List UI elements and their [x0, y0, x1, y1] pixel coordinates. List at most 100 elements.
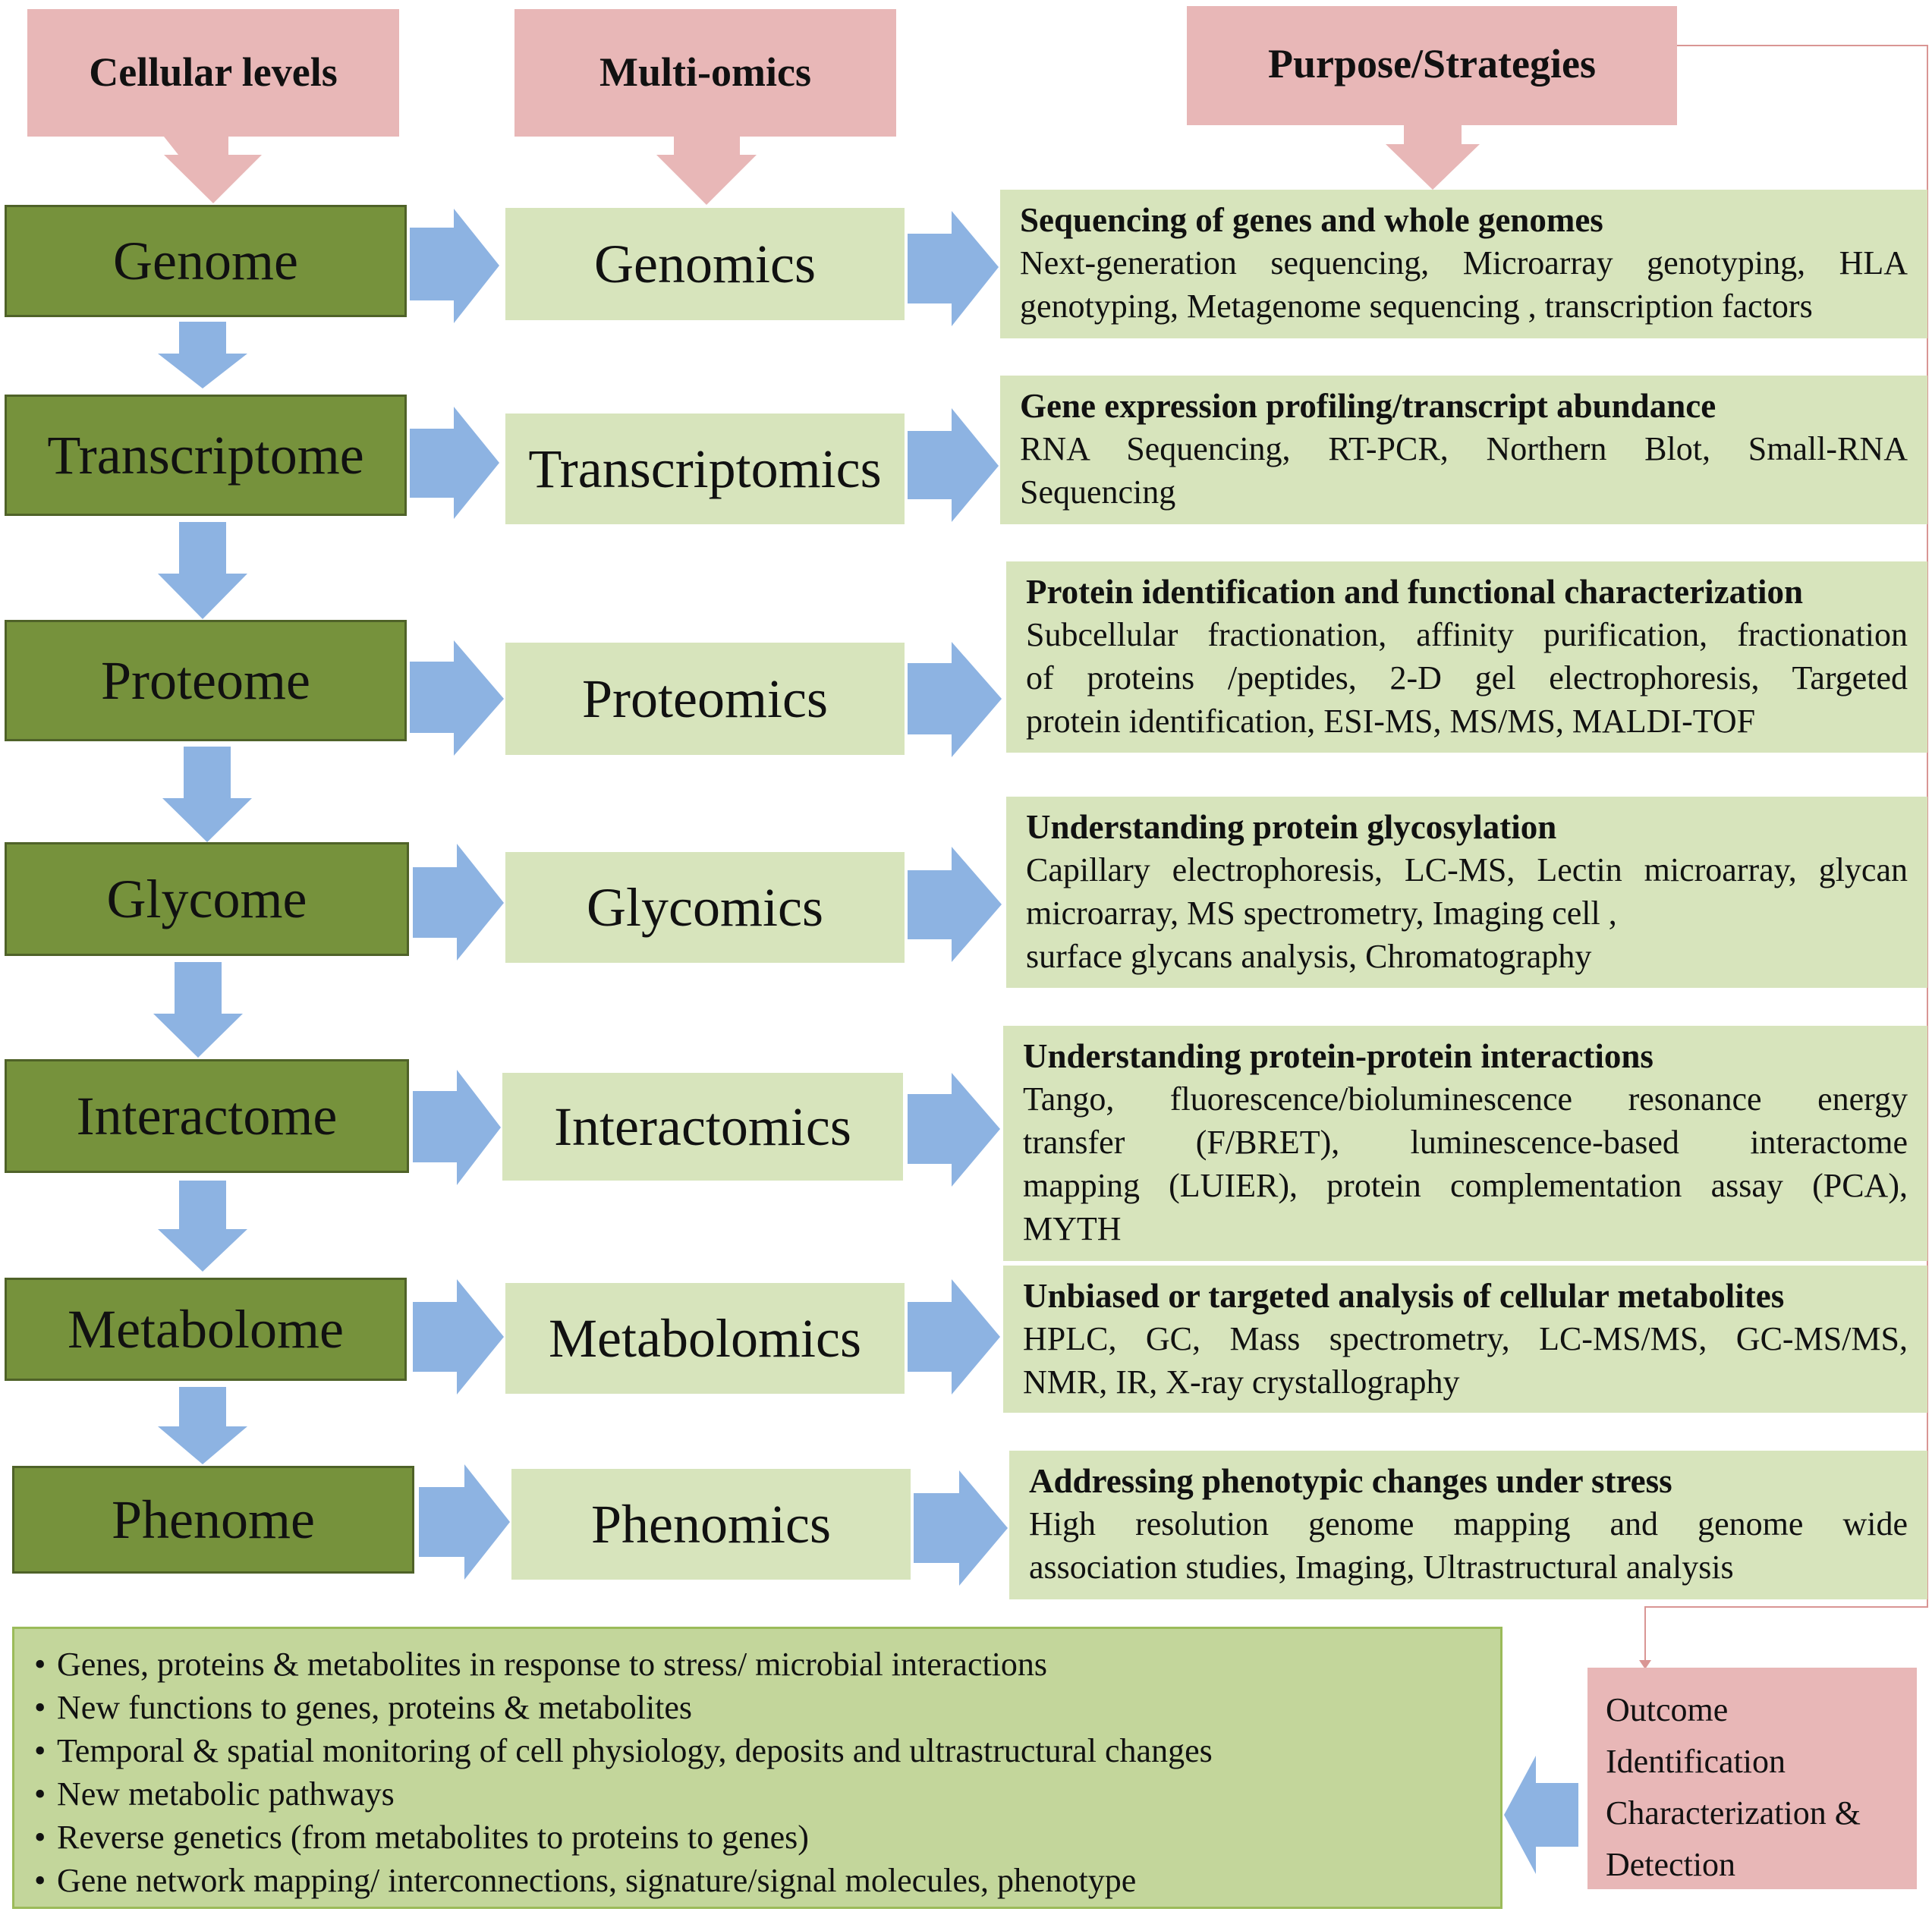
header-cellular-levels: Cellular levels — [27, 9, 399, 137]
outcome-label-line: Characterization & — [1606, 1794, 1861, 1832]
omics-genomics: Genomics — [505, 208, 905, 320]
purpose-line: Next-generation sequencing, Microarray g… — [1020, 244, 1908, 281]
purpose-line: transfer (F/BRET), luminescence-based in… — [1023, 1124, 1908, 1161]
right-arrow-interactomics — [908, 1073, 1000, 1187]
outcome-item: Genes, proteins & metabolites in respons… — [34, 1643, 1480, 1686]
purpose-title: Understanding protein-protein interactio… — [1023, 1037, 1654, 1075]
purpose-line: Tango, fluorescence/bioluminescence reso… — [1023, 1080, 1908, 1118]
right-arrow-phenome — [419, 1464, 510, 1580]
omics-transcriptomics: Transcriptomics — [505, 414, 905, 524]
purpose-title: Addressing phenotypic changes under stre… — [1029, 1462, 1672, 1500]
outcomes-box: Genes, proteins & metabolites in respons… — [12, 1627, 1502, 1909]
header-purpose-label: Purpose/Strategies — [1268, 41, 1596, 86]
down-arrow-genome-transcriptome — [158, 322, 247, 388]
purpose-title: Understanding protein glycosylation — [1026, 808, 1557, 846]
purpose-desc: Subcellular fractionation, affinity puri… — [1026, 613, 1908, 743]
purpose-line: High resolution genome mapping and genom… — [1029, 1505, 1908, 1542]
outcome-item: New metabolic pathways — [34, 1772, 1480, 1816]
purpose-desc: Next-generation sequencing, Microarray g… — [1020, 241, 1908, 328]
purpose-box-metabolome: Unbiased or targeted analysis of cellula… — [1003, 1266, 1927, 1413]
purpose-desc: Capillary electrophoresis, LC-MS, Lectin… — [1026, 848, 1908, 978]
purpose-box-interactome: Understanding protein-protein interactio… — [1003, 1026, 1927, 1261]
purpose-box-genome: Sequencing of genes and whole genomes Ne… — [1000, 190, 1927, 338]
purpose-line: of proteins /peptides, 2-D gel electroph… — [1026, 659, 1908, 697]
purpose-line: protein identification, ESI-MS, MS/MS, M… — [1026, 703, 1756, 740]
omics-phenomics: Phenomics — [511, 1469, 911, 1580]
right-arrow-transcriptome — [410, 407, 499, 519]
right-arrow-metabolomics — [908, 1279, 1000, 1395]
down-arrow-interactome-metabolome — [158, 1181, 247, 1272]
purpose-desc: High resolution genome mapping and genom… — [1029, 1502, 1908, 1589]
right-arrow-interactome — [413, 1070, 501, 1185]
purpose-line: Capillary electrophoresis, LC-MS, Lectin… — [1026, 851, 1908, 888]
right-arrow-glycome — [413, 844, 504, 961]
purpose-line: Subcellular fractionation, affinity puri… — [1026, 616, 1908, 653]
level-proteome: Proteome — [5, 620, 407, 741]
down-arrow-metabolome-phenome — [158, 1387, 247, 1464]
outcome-item: Reverse genetics (from metabolites to pr… — [34, 1816, 1480, 1859]
purpose-desc: RNA Sequencing, RT-PCR, Northern Blot, S… — [1020, 427, 1908, 514]
purpose-line: association studies, Imaging, Ultrastruc… — [1029, 1549, 1734, 1586]
multiomics-down-arrow — [656, 137, 757, 205]
right-arrow-genome — [410, 209, 499, 323]
down-arrow-proteome-glycome — [162, 747, 252, 842]
connector-arrowhead — [1639, 1660, 1651, 1669]
level-phenome: Phenome — [12, 1466, 414, 1574]
level-glycome: Glycome — [5, 842, 409, 956]
right-arrow-phenomics — [914, 1470, 1008, 1586]
purpose-line: genotyping, Metagenome sequencing , tran… — [1020, 288, 1813, 325]
down-arrow-transcriptome-proteome — [158, 522, 247, 619]
outcomes-list: Genes, proteins & metabolites in respons… — [34, 1643, 1480, 1902]
purpose-down-arrow — [1386, 125, 1480, 190]
right-arrow-transcriptomics — [908, 408, 999, 522]
omics-proteomics: Proteomics — [505, 643, 905, 755]
purpose-line: surface glycans analysis, Chromatography — [1026, 938, 1592, 975]
right-arrow-metabolome — [413, 1279, 504, 1395]
right-arrow-proteome — [410, 640, 504, 756]
omics-interactomics: Interactomics — [502, 1073, 903, 1181]
right-arrow-proteomics — [908, 642, 1002, 757]
level-transcriptome: Transcriptome — [5, 395, 407, 516]
outcome-item: Temporal & spatial monitoring of cell ph… — [34, 1729, 1480, 1772]
outcome-label-box: Outcome Identification Characterization … — [1587, 1668, 1917, 1889]
purpose-box-proteome: Protein identification and functional ch… — [1006, 561, 1927, 753]
purpose-line: NMR, IR, X-ray crystallography — [1023, 1363, 1460, 1401]
right-arrow-genomics — [908, 211, 999, 326]
purpose-desc: HPLC, GC, Mass spectrometry, LC-MS/MS, G… — [1023, 1317, 1908, 1404]
level-genome: Genome — [5, 205, 407, 317]
purpose-line: MYTH — [1023, 1210, 1122, 1247]
purpose-line: microarray, MS spectrometry, Imaging cel… — [1026, 895, 1617, 932]
header-purpose: Purpose/Strategies — [1187, 6, 1677, 125]
outcome-label-line: Detection — [1606, 1846, 1736, 1883]
down-arrow-glycome-interactome — [153, 962, 243, 1058]
purpose-line: HPLC, GC, Mass spectrometry, LC-MS/MS, G… — [1023, 1320, 1908, 1357]
purpose-box-transcriptome: Gene expression profiling/transcript abu… — [1000, 376, 1927, 524]
header-multiomics-label: Multi-omics — [599, 49, 811, 95]
purpose-title: Gene expression profiling/transcript abu… — [1020, 387, 1716, 425]
outcome-item: Gene network mapping/ interconnections, … — [34, 1859, 1480, 1902]
purpose-line: RNA Sequencing, RT-PCR, Northern Blot, S… — [1020, 430, 1908, 467]
omics-metabolomics: Metabolomics — [505, 1283, 905, 1394]
purpose-line: Sequencing — [1020, 473, 1176, 511]
left-arrow-outcome — [1504, 1756, 1578, 1874]
outcome-label-line: Outcome — [1606, 1691, 1729, 1728]
purpose-box-phenome: Addressing phenotypic changes under stre… — [1009, 1451, 1927, 1599]
right-arrow-glycomics — [908, 847, 1002, 962]
omics-glycomics: Glycomics — [505, 852, 905, 963]
outcome-item: New functions to genes, proteins & metab… — [34, 1686, 1480, 1729]
purpose-title: Protein identification and functional ch… — [1026, 573, 1804, 611]
level-interactome: Interactome — [5, 1059, 409, 1173]
purpose-title: Sequencing of genes and whole genomes — [1020, 201, 1603, 239]
cellular-down-arrow — [164, 137, 262, 203]
outcome-label-line: Identification — [1606, 1743, 1786, 1780]
level-metabolome: Metabolome — [5, 1278, 407, 1381]
connector-line — [1644, 45, 1928, 1665]
header-multi-omics: Multi-omics — [514, 9, 896, 137]
purpose-box-glycome: Understanding protein glycosylation Capi… — [1006, 797, 1927, 988]
header-cellular-label: Cellular levels — [89, 49, 338, 95]
purpose-line: mapping (LUIER), protein complementation… — [1023, 1167, 1908, 1204]
